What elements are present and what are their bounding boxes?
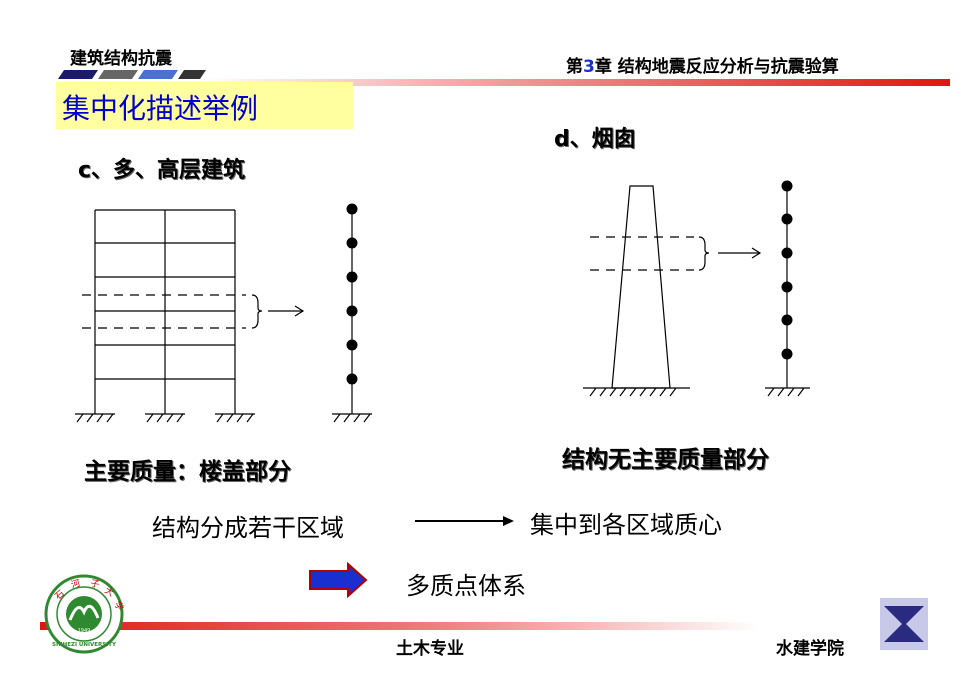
nav-arrow-icon [884,606,924,626]
building-lumped-mass-model [332,203,372,423]
chimney-lumped-mass-model [765,180,810,397]
svg-text:1949: 1949 [78,628,91,634]
svg-text:河: 河 [70,577,82,591]
chapter-rest: 章 结构地震反应分析与抗震验算 [594,57,839,77]
chapter-prefix: 第 [566,57,583,77]
result-arrow [309,561,368,599]
title-background [56,82,353,129]
step-concentrate-text: 集中到各区域质心 [530,511,722,539]
footer-college: 水建学院 [776,639,844,659]
case-c-label: c、多、高层建筑 [78,158,246,183]
footer-red-line [40,622,940,630]
svg-text:子: 子 [89,578,100,590]
header-red-line [200,79,950,86]
svg-text:SHIHEZI UNIVERSITY: SHIHEZI UNIVERSITY [52,642,117,648]
main-mass-label: 主要质量：楼盖部分 [84,459,291,485]
process-arrow [415,516,514,526]
course-title: 建筑结构抗震 [70,49,172,69]
slide-title: 集中化描述举例 [62,92,259,125]
footer-major: 土木专业 [396,639,464,659]
case-d-label: d、烟囱 [554,127,636,152]
chapter-title: 第3章 结构地震反应分析与抗震验算 [566,52,839,77]
no-main-mass-label: 结构无主要质量部分 [562,447,769,473]
chimney-diagram [583,185,762,397]
step-divide-text: 结构分成若干区域 [152,514,344,542]
header-stripes [58,70,206,79]
next-slide-button[interactable] [880,598,928,650]
chapter-number: 3 [583,57,595,77]
building-frame-diagram [75,209,305,423]
result-text: 多质点体系 [406,572,526,600]
